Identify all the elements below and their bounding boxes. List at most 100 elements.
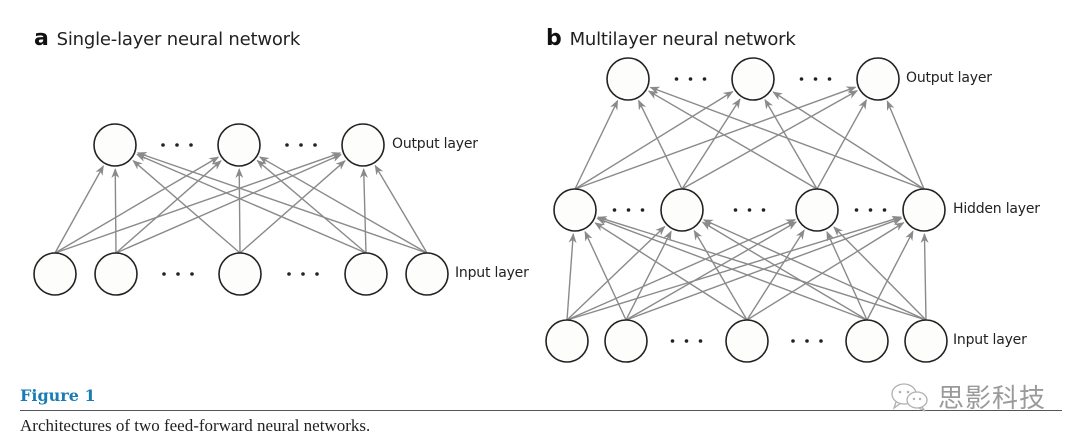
edge-b-input-to-hidden xyxy=(584,230,627,321)
node-a-output xyxy=(217,123,261,167)
ellipsis-dot xyxy=(612,208,617,212)
panel-b-nodes xyxy=(545,57,948,363)
edge-b-input-to-hidden xyxy=(826,230,868,321)
node-a-output xyxy=(93,123,137,167)
edge-a-input-to-output xyxy=(235,167,244,254)
edge-b-input-to-hidden xyxy=(702,219,927,321)
node-a-input xyxy=(405,252,449,296)
panel-b-letter: b xyxy=(546,26,562,51)
node-a-output xyxy=(341,123,385,167)
node-b-hidden xyxy=(660,188,704,232)
node-b-input xyxy=(904,319,948,363)
figure-rule xyxy=(20,410,1062,411)
edge-b-hidden-to-output xyxy=(647,90,818,190)
edge-b-input-to-hidden xyxy=(746,222,905,321)
edge-a-input-to-output xyxy=(132,160,241,254)
edge-b-input-to-hidden xyxy=(596,217,868,321)
ellipsis-dot xyxy=(299,143,303,147)
edge-b-hidden-to-output xyxy=(574,99,619,190)
edge-b-input-to-hidden xyxy=(693,229,748,321)
ellipsis-dot xyxy=(747,208,752,212)
node-b-hidden xyxy=(553,188,597,232)
edge-b-input-to-hidden xyxy=(566,225,666,321)
edge-a-input-to-output xyxy=(256,159,367,254)
node-a-input xyxy=(94,252,138,296)
ellipsis-dot xyxy=(827,77,832,81)
edge-a-input-to-output xyxy=(54,165,104,254)
ellipsis-dot xyxy=(190,272,194,276)
node-b-output xyxy=(731,57,775,101)
ellipsis-dot xyxy=(175,143,179,147)
figure-label: Figure 1 xyxy=(20,386,96,405)
edge-a-input-to-output xyxy=(54,156,220,254)
edge-a-input-to-output xyxy=(374,164,428,254)
panel-a-edges xyxy=(54,152,428,254)
node-b-output xyxy=(606,57,650,101)
edge-a-input-to-output xyxy=(136,152,428,254)
edge-b-hidden-to-output xyxy=(772,91,925,190)
edge-b-input-to-hidden xyxy=(596,216,927,321)
ellipsis-dot xyxy=(813,77,818,81)
panel-b-hidden-layer-label: Hidden layer xyxy=(953,201,1040,217)
wechat-icon xyxy=(891,382,928,412)
panel-a-title: a Single-layer neural network xyxy=(34,26,300,51)
edge-a-input-to-output xyxy=(54,152,342,254)
ellipsis-dot xyxy=(626,208,631,212)
ellipsis-dot xyxy=(854,208,859,212)
ellipsis-dot xyxy=(819,339,823,343)
watermark: 思影科技 xyxy=(890,378,1046,415)
edge-b-input-to-hidden xyxy=(594,222,748,321)
node-b-hidden xyxy=(902,188,946,232)
ellipsis-dot xyxy=(287,272,291,276)
ellipsis-dot xyxy=(674,77,679,81)
edge-b-hidden-to-output xyxy=(886,100,925,190)
node-b-hidden xyxy=(795,188,839,232)
ellipsis-dot xyxy=(684,339,689,343)
ellipsis-dot xyxy=(702,77,707,81)
ellipsis-dot xyxy=(313,143,317,147)
node-a-input xyxy=(218,252,262,296)
ellipsis-dot xyxy=(688,77,693,81)
ellipsis-dot xyxy=(189,143,193,147)
ellipsis-dot xyxy=(882,208,887,212)
edge-b-input-to-hidden xyxy=(566,219,796,321)
ellipsis-dot xyxy=(799,77,804,81)
edge-a-input-to-output xyxy=(115,153,342,254)
edge-b-input-to-hidden xyxy=(833,226,927,321)
ellipsis-dot xyxy=(176,272,180,276)
ellipsis-dot xyxy=(162,272,166,276)
ellipsis-dot xyxy=(761,208,766,212)
node-b-input xyxy=(545,319,589,363)
node-b-output xyxy=(856,57,900,101)
ellipsis-dot xyxy=(698,339,703,343)
edge-b-hidden-to-output xyxy=(764,98,818,190)
panel-b-input-layer-label: Input layer xyxy=(953,332,1027,348)
watermark-text: 思影科技 xyxy=(938,384,1047,414)
edge-b-input-to-hidden xyxy=(746,229,805,321)
node-a-input xyxy=(344,252,388,296)
edge-b-input-to-hidden xyxy=(566,232,577,321)
node-b-input xyxy=(725,319,769,363)
ellipsis-dot xyxy=(868,208,873,212)
ellipsis-dot xyxy=(640,208,645,212)
edge-b-hidden-to-output xyxy=(681,98,741,190)
edge-b-input-to-hidden xyxy=(701,221,868,321)
panel-a-title-text: Single-layer neural network xyxy=(56,29,301,50)
ellipsis-dot xyxy=(161,143,165,147)
ellipsis-dot xyxy=(670,339,675,343)
edge-b-hidden-to-output xyxy=(637,99,683,190)
edge-a-input-to-output xyxy=(115,160,222,254)
edge-b-input-to-hidden xyxy=(866,230,914,321)
node-b-input xyxy=(845,319,889,363)
edge-b-hidden-to-output xyxy=(816,99,867,190)
ellipsis-dot xyxy=(791,339,795,343)
edge-b-input-to-hidden xyxy=(566,215,903,321)
panel-a-letter: a xyxy=(34,26,49,51)
panel-b-edges xyxy=(566,86,929,321)
panel-a-input-layer-label: Input layer xyxy=(455,265,529,281)
panel-a-output-layer-label: Output layer xyxy=(392,136,478,152)
ellipsis-dots xyxy=(161,77,887,343)
ellipsis-dot xyxy=(315,272,319,276)
